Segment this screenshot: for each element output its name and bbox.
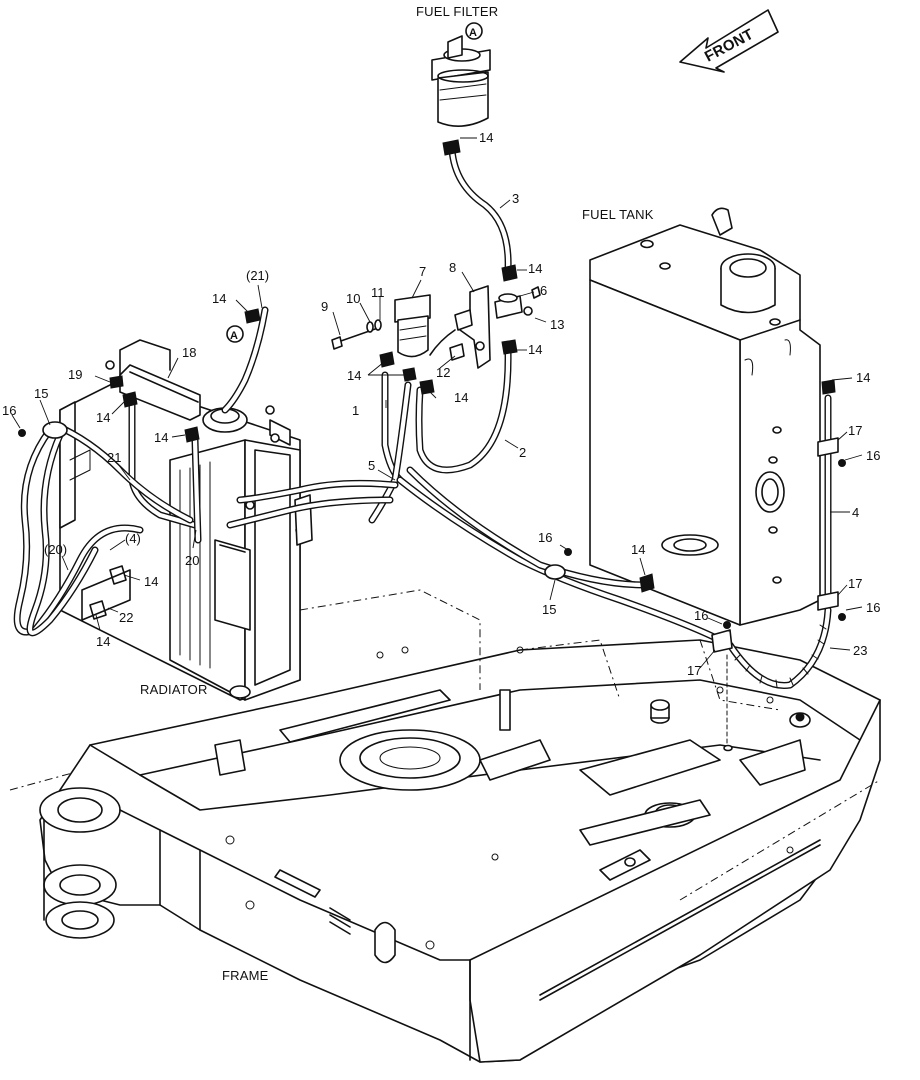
callout-10: 10	[346, 291, 360, 306]
front-direction-arrow: FRONT	[679, 9, 779, 73]
callout-14: 14	[479, 130, 493, 145]
callout-14: 14	[96, 634, 110, 649]
ref-a-marker-top: A	[465, 22, 483, 40]
callout-4: 4	[852, 505, 859, 520]
callout-3: 3	[512, 191, 519, 206]
leader-lines	[11, 137, 863, 669]
callout-4-ref: (4)	[125, 531, 141, 546]
callout-11: 11	[371, 285, 385, 300]
radiator-assembly	[59, 339, 313, 701]
fuel-tank-label: FUEL TANK	[582, 207, 654, 222]
callout-14: 14	[96, 410, 110, 425]
ref-a-label-top: A	[469, 27, 477, 39]
fuel-filter-label: FUEL FILTER	[416, 4, 498, 19]
ref-a-marker-left: A	[226, 325, 244, 343]
callout-14: 14	[154, 430, 168, 445]
callout-17: 17	[848, 423, 862, 438]
callout-7: 7	[419, 264, 426, 279]
callout-20: 20	[185, 553, 199, 568]
callout-17: 17	[848, 576, 862, 591]
callout-6: 6	[540, 283, 547, 298]
callout-23: 23	[853, 643, 867, 658]
callout-16: 16	[866, 448, 880, 463]
callout-17: 17	[687, 663, 701, 678]
callout-14: 14	[856, 370, 870, 385]
fuel-filter	[431, 35, 491, 127]
callout-21-ref: (21)	[246, 268, 269, 283]
clamp-bracket-18	[119, 364, 201, 421]
callout-16: 16	[2, 403, 16, 418]
callout-numbers: 14 3 14 6 13 14 7 8 9 10 11 12 14 14 1 5…	[2, 130, 880, 678]
callout-5: 5	[368, 458, 375, 473]
callout-14: 14	[631, 542, 645, 557]
water-separator-7	[331, 285, 541, 369]
frame-label: FRAME	[222, 968, 269, 983]
callout-14: 14	[528, 261, 542, 276]
fittings	[18, 139, 846, 752]
radiator-label: RADIATOR	[140, 682, 208, 697]
frame-assembly	[9, 589, 881, 1063]
callout-13: 13	[550, 317, 564, 332]
callout-22: 22	[119, 610, 133, 625]
callout-9: 9	[321, 299, 328, 314]
callout-14: 14	[144, 574, 158, 589]
callout-21: 21	[107, 450, 121, 465]
callout-14: 14	[454, 390, 468, 405]
callout-18: 18	[182, 345, 196, 360]
callout-19: 19	[68, 367, 82, 382]
callout-14: 14	[212, 291, 226, 306]
callout-14: 14	[347, 368, 361, 383]
fuel-tank	[589, 207, 821, 626]
callout-14: 14	[528, 342, 542, 357]
callout-16: 16	[866, 600, 880, 615]
callout-12: 12	[436, 365, 450, 380]
callout-15: 15	[542, 602, 556, 617]
callout-16: 16	[694, 608, 708, 623]
callout-16: 16	[538, 530, 552, 545]
callout-1: 1	[352, 403, 359, 418]
callout-20-ref: (20)	[44, 542, 67, 557]
ref-a-label-left: A	[230, 330, 238, 342]
callout-8: 8	[449, 260, 456, 275]
callout-2: 2	[519, 445, 526, 460]
callout-15: 15	[34, 386, 48, 401]
